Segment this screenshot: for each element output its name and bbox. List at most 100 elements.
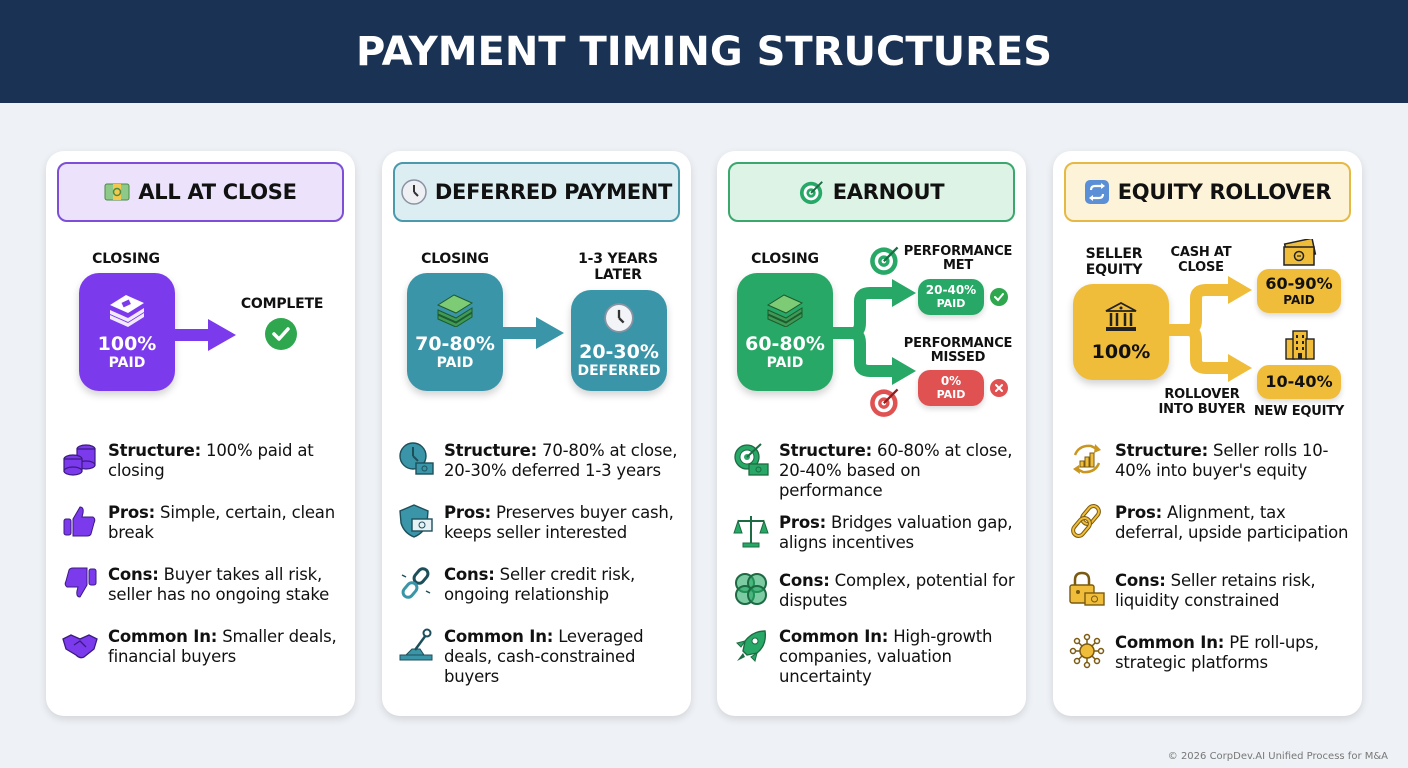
network-hub-icon [1069,633,1105,669]
detail-item-structure: Structure: Seller rolls 10-40% into buye… [1069,441,1354,481]
cash-bill-icon [1282,239,1318,267]
money-bill-icon [104,179,130,205]
later-label: 1-3 YEARS LATER [578,251,658,283]
page-header: PAYMENT TIMING STRUCTURES [0,0,1408,103]
item-text: Bridges valuation gap, aligns incentives [779,513,1013,552]
clock-icon [401,179,427,205]
deferred-percent: 20-30% [579,340,659,363]
card-title: ALL AT CLOSE [138,180,297,204]
paid-percent: 60-80% [745,333,825,355]
thumbs-up-icon [62,503,98,539]
detail-item-structure: Structure: 70-80% at close, 20-30% defer… [398,441,683,481]
paid-percent: 100% [97,333,157,355]
detail-item-cons: Cons: Seller credit risk, ongoing relati… [398,565,683,605]
detail-item-pros: Pros: Simple, certain, clean break [62,503,347,543]
item-label: Structure: [779,441,872,460]
new-equity-label: NEW EQUITY [1253,404,1345,419]
item-text: Buyer takes all risk, seller has no ongo… [108,565,330,604]
thumbs-down-icon [62,565,98,601]
target-miss-icon [869,386,901,418]
target-hit-icon [869,244,901,276]
item-text: 100% paid at closing [108,441,314,480]
item-text: 70-80% at close, 20-30% deferred 1-3 yea… [444,441,678,480]
met-percent: 20-40% [925,283,977,297]
item-text: Seller credit risk, ongoing relationship [444,565,636,604]
paid-percent: 70-80% [415,333,495,355]
item-label: Common In: [1115,633,1225,652]
card-title-banner: EQUITY ROLLOVER [1064,162,1351,222]
card-title: EARNOUT [832,180,945,204]
footer-copyright: © 2026 CorpDev.AI Unified Process for M&… [1167,751,1388,762]
knot-icon [733,571,769,607]
item-text: Complex, potential for disputes [779,571,1015,610]
item-label: Cons: [1115,571,1166,590]
performance-missed-label: PERFORMANCE MISSED [903,336,1013,365]
cash-percent: 60-90% [1265,274,1333,293]
new-equity-pill: 10-40% [1257,365,1341,399]
branch-arrows-icon [832,279,916,385]
item-label: Pros: [444,503,491,522]
page-title: PAYMENT TIMING STRUCTURES [355,28,1053,75]
clock-icon [604,302,634,333]
office-building-icon [1284,329,1316,361]
card-deferred-payment: DEFERRED PAYMENT CLOSING 70-80% PAID 1-3… [382,151,691,716]
paid-label: PAID [108,355,146,371]
detail-item-structure: Structure: 60-80% at close, 20-40% based… [733,441,1018,501]
item-text: Smaller deals, financial buyers [108,627,337,666]
detail-item-structure: Structure: 100% paid at closing [62,441,347,481]
closing-label: CLOSING [421,251,489,267]
card-title-banner: ALL AT CLOSE [57,162,344,222]
closing-payment-box: 70-80% PAID [407,273,503,391]
arrow-right-icon [502,317,564,349]
new-equity-percent: 10-40% [1265,372,1333,391]
item-label: Cons: [444,565,495,584]
cash-paid-pill: 60-90% PAID [1257,269,1341,313]
detail-item-cons: Cons: Seller retains risk, liquidity con… [1069,571,1354,611]
handshake-icon [62,627,98,663]
card-title-banner: EARNOUT [728,162,1015,222]
item-label: Structure: [1115,441,1208,460]
detail-item-cons: Cons: Buyer takes all risk, seller has n… [62,565,347,605]
seller-equity-box: 100% [1073,284,1169,380]
seller-equity-percent: 100% [1091,341,1151,363]
item-label: Cons: [779,571,830,590]
check-circle-icon [990,288,1008,306]
deferred-payment-box: 20-30% DEFERRED [571,290,667,391]
item-label: Pros: [779,513,826,532]
detail-item-cons: Cons: Complex, potential for disputes [733,571,1018,611]
clock-money-icon [398,441,434,477]
item-text: Seller retains risk, liquidity constrain… [1115,571,1316,610]
lever-icon [398,627,434,663]
x-circle-icon [990,379,1008,397]
item-text: PE roll-ups, strategic platforms [1115,633,1319,672]
repeat-icon [1084,179,1110,205]
deferred-label: DEFERRED [577,362,661,379]
item-label: Pros: [108,503,155,522]
broken-chain-icon [398,565,434,601]
cycle-chart-icon [1069,441,1105,477]
detail-item-common-in: Common In: Leveraged deals, cash-constra… [398,627,683,687]
item-label: Structure: [108,441,201,460]
item-text: High-growth companies, valuation uncerta… [779,627,993,686]
performance-missed-pill: 0% PAID [918,370,984,406]
item-text: 60-80% at close, 20-40% based on perform… [779,441,1013,500]
cash-stack-icon [106,293,148,327]
cash-stack-icon [434,293,476,327]
card-earnout: EARNOUT CLOSING 60-80% PAID PERFORMANCE … [717,151,1026,716]
target-money-icon [733,441,769,477]
missed-percent: 0% [940,374,962,388]
scales-icon [733,513,769,549]
item-label: Pros: [1115,503,1162,522]
card-title-banner: DEFERRED PAYMENT [393,162,680,222]
card-all-at-close: ALL AT CLOSE CLOSING 100% PAID COMPLETE … [46,151,355,716]
shield-money-icon [398,503,434,539]
lock-money-icon [1069,571,1105,607]
met-paid-label: PAID [936,297,966,310]
detail-item-pros: Pros: Bridges valuation gap, aligns ince… [733,513,1018,553]
item-text: Simple, certain, clean break [108,503,335,542]
target-icon [799,179,825,205]
item-label: Common In: [444,627,554,646]
rocket-icon [733,627,769,663]
closing-label: CLOSING [751,251,819,267]
chain-link-icon [1069,503,1105,539]
